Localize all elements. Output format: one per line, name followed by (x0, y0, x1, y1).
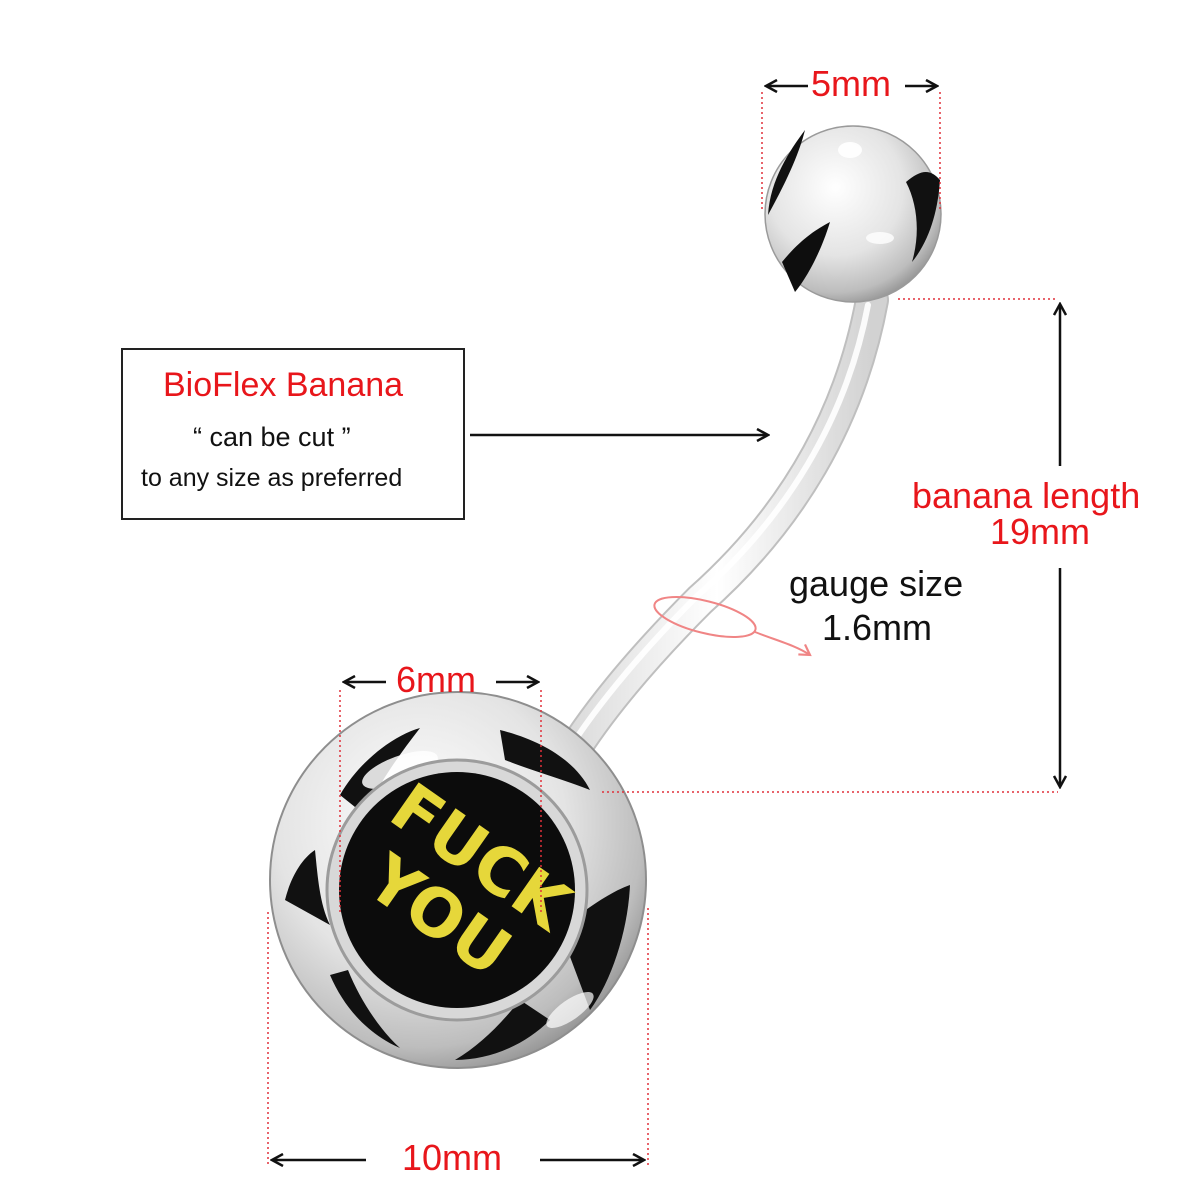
logo-width-label: 6mm (396, 659, 476, 700)
callout-detail: to any size as preferred (141, 464, 403, 492)
bottom-ball-size-label: 10mm (402, 1137, 503, 1178)
top-ball (764, 125, 942, 303)
gauge-value: 1.6mm (822, 607, 933, 648)
callout-quote: “ can be cut ” (193, 422, 351, 452)
guide-lines (267, 92, 1058, 1165)
bioflex-callout-box: BioFlex Banana “ can be cut ” to any siz… (121, 348, 465, 520)
top-ball-size-label: 5mm (811, 63, 891, 104)
dimension-arrows (272, 86, 1060, 1160)
length-value: 19mm (990, 511, 1091, 552)
length-label: banana length (912, 475, 1141, 516)
callout-title: BioFlex Banana (163, 366, 404, 404)
gauge-label: gauge size (789, 563, 964, 604)
gauge-indicator (653, 596, 812, 657)
bottom-ball: FUCK YOU (269, 691, 647, 1069)
